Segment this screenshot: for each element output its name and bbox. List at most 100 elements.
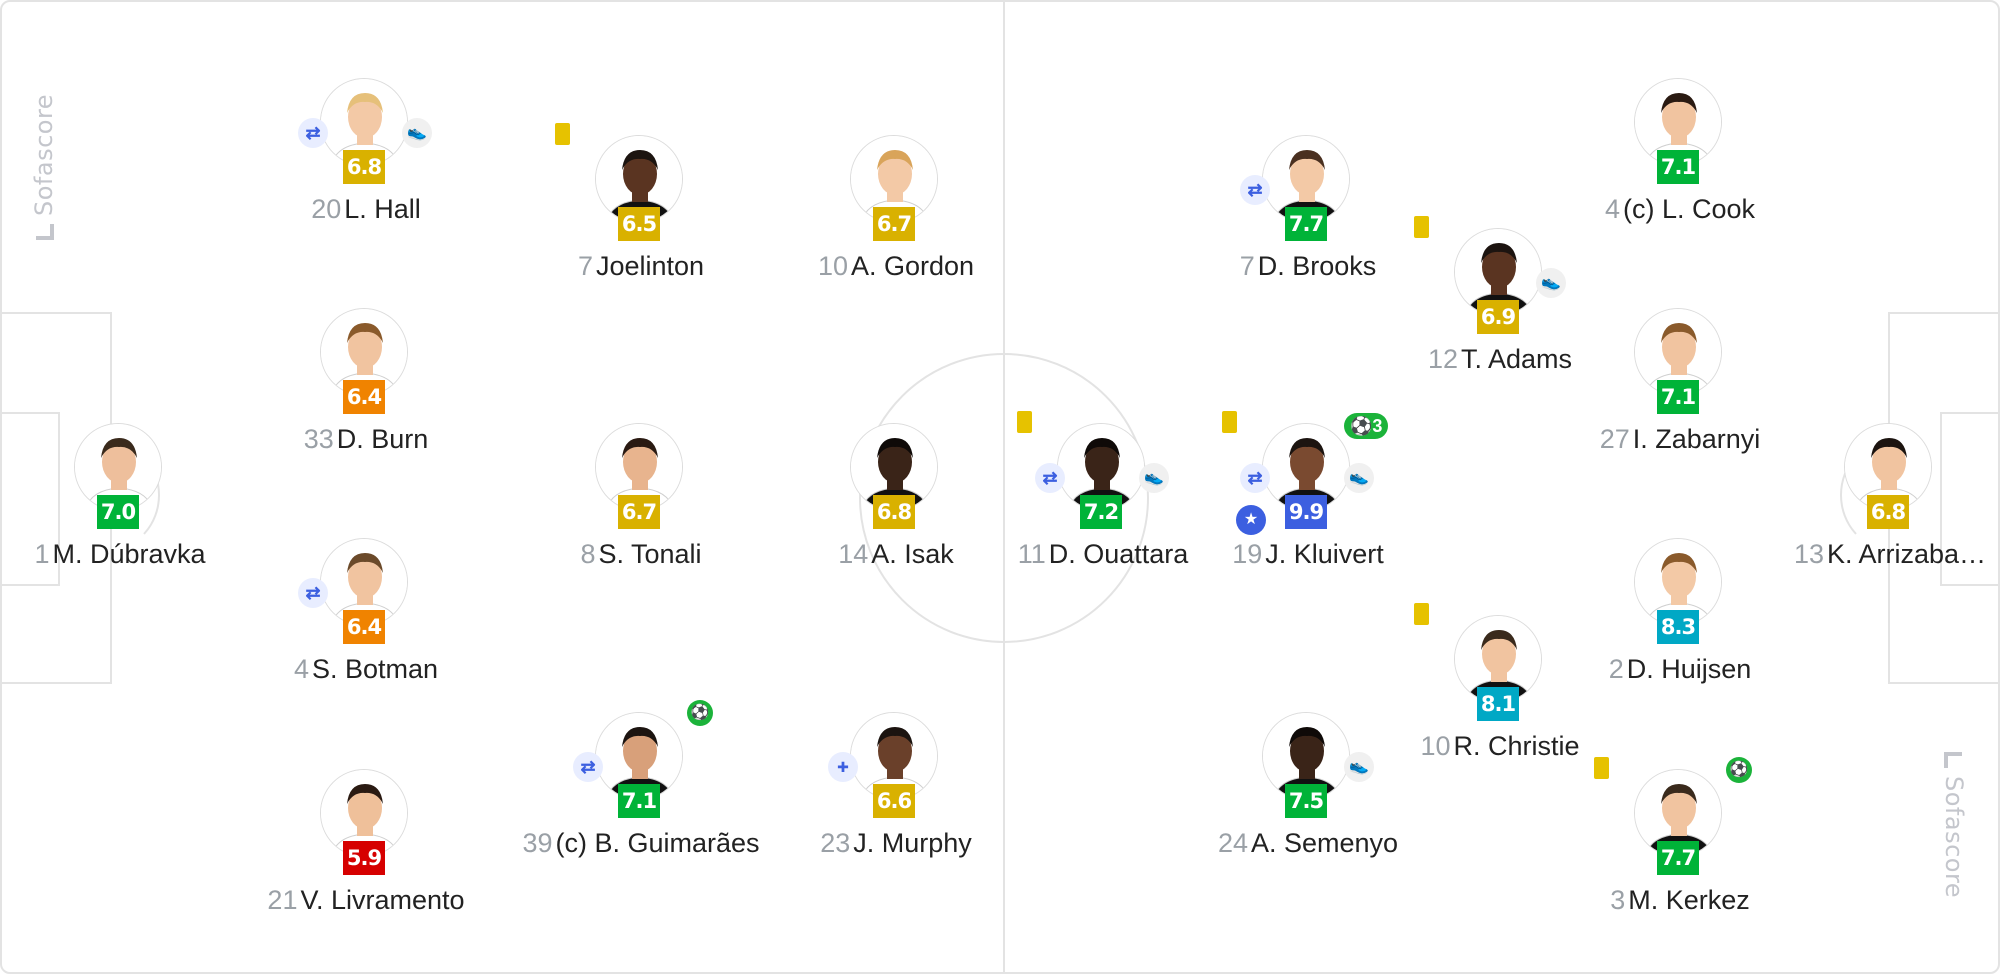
yellow-card-icon [1222, 411, 1237, 433]
player-number: 12 [1427, 344, 1458, 374]
player-rating: 6.8 [343, 150, 385, 184]
man-of-the-match-star-icon: ★ [1236, 505, 1266, 535]
yellow-card-icon [1414, 603, 1429, 625]
player-rating: 6.5 [618, 207, 660, 241]
player-rating: 6.4 [343, 610, 385, 644]
player-name: V. Livramento [300, 885, 465, 915]
player-number: 7 [577, 251, 593, 281]
player-rating: 6.6 [873, 784, 915, 818]
left-penalty-arc [60, 440, 160, 550]
player-name: A. Isak [871, 539, 954, 569]
player-number: 1 [34, 539, 50, 569]
player-avatar[interactable] [850, 423, 938, 511]
yellow-card-icon [1414, 216, 1429, 238]
player-number: 4 [293, 654, 309, 684]
player-rating: 9.9 [1285, 495, 1327, 529]
player-name: Joelinton [595, 251, 705, 281]
player-number: 3 [1610, 885, 1626, 915]
player-name: J. Murphy [853, 828, 972, 858]
player-number: 39 [522, 828, 553, 858]
player-rating: 7.7 [1657, 841, 1699, 875]
player-name: K. Arrizaba… [1826, 539, 1987, 569]
substitution-icon: ⇄ [1240, 463, 1270, 493]
player-rating: 7.1 [1657, 380, 1699, 414]
player-number: 21 [267, 885, 298, 915]
right-penalty-arc [1840, 440, 1940, 550]
substitution-icon: ⇄ [1035, 463, 1065, 493]
left-goal-box [0, 412, 60, 586]
sofascore-logo-icon [1944, 752, 1962, 768]
player-number: 20 [311, 194, 342, 224]
goal-icon: ⚽ [1726, 757, 1752, 783]
player-name: R. Christie [1453, 731, 1580, 761]
player-name: D. Brooks [1257, 251, 1377, 281]
player-number: 23 [820, 828, 851, 858]
player-rating: 6.8 [873, 495, 915, 529]
player-rating: 7.7 [1285, 207, 1327, 241]
player-rating: 8.1 [1477, 687, 1519, 721]
player-number: 13 [1793, 539, 1824, 569]
player-number: 33 [303, 424, 334, 454]
player-name: D. Burn [336, 424, 429, 454]
player-name: A. Semenyo [1250, 828, 1399, 858]
player-number: 27 [1599, 424, 1630, 454]
yellow-card-icon [1594, 757, 1609, 779]
player-number: 2 [1608, 654, 1624, 684]
assist-boot-icon: 👟 [1344, 463, 1374, 493]
player-name: M. Dúbravka [52, 539, 206, 569]
player-number: 19 [1232, 539, 1263, 569]
player-rating: 6.9 [1477, 300, 1519, 334]
player-number: 10 [1420, 731, 1451, 761]
sofascore-wordmark: Sofascore [1940, 776, 1968, 899]
player-rating: 6.4 [343, 380, 385, 414]
player-avatar[interactable] [1844, 423, 1932, 511]
player-name: I. Zabarnyi [1632, 424, 1761, 454]
player-number: 8 [580, 539, 596, 569]
assist-boot-icon: 👟 [402, 118, 432, 148]
substitution-icon: ⇄ [1240, 175, 1270, 205]
sofascore-watermark-left: Sofascore [30, 94, 58, 240]
assist-boot-icon: 👟 [1536, 268, 1566, 298]
center-circle [859, 353, 1149, 643]
player-number: 4 [1604, 194, 1620, 224]
goal-icon: ⚽ [687, 700, 713, 726]
goals-count-badge: ⚽3 [1344, 413, 1389, 439]
yellow-card-icon [555, 123, 570, 145]
player-name: T. Adams [1461, 344, 1573, 374]
player-number: 24 [1217, 828, 1248, 858]
player-number: 11 [1017, 539, 1046, 569]
substitution-icon: ⇄ [298, 118, 328, 148]
